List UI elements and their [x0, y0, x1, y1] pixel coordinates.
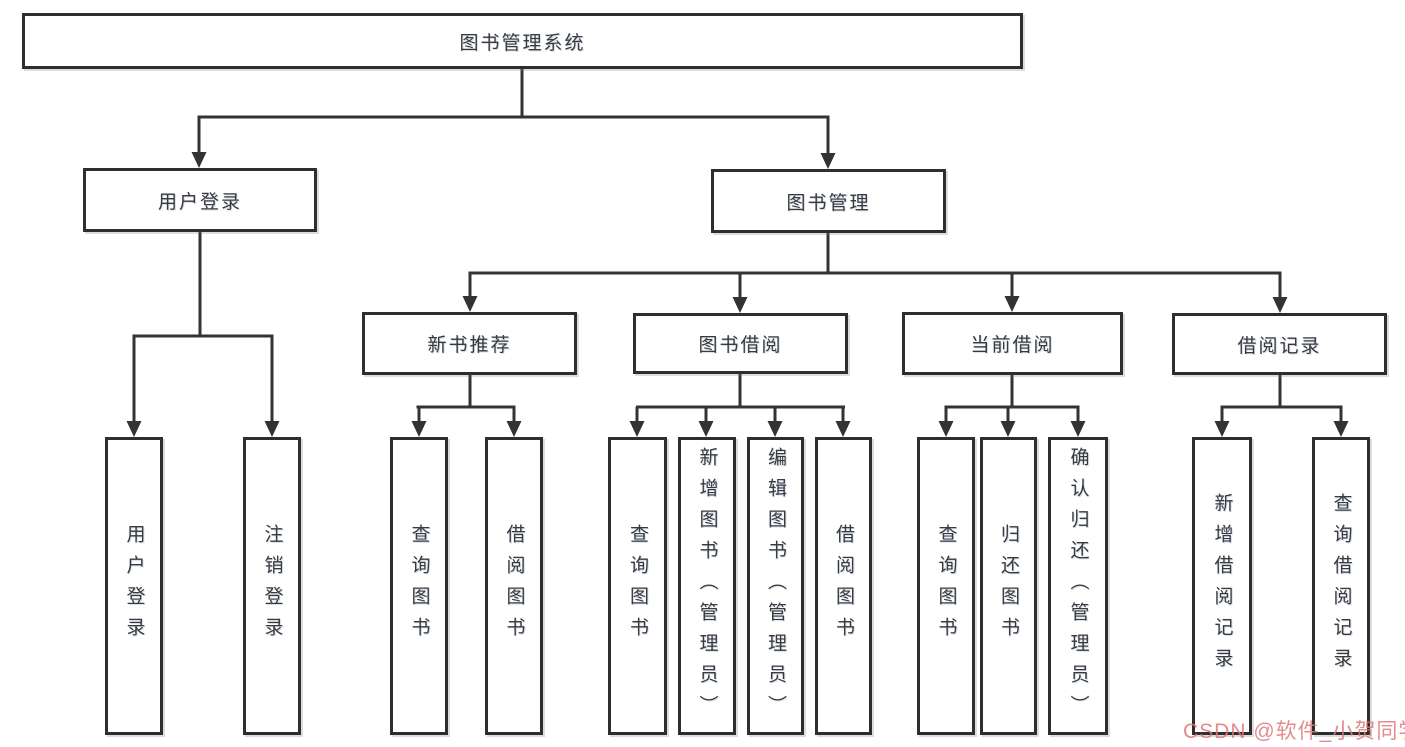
- node-book-borrowing: 图书借阅: [633, 313, 848, 374]
- leaf-query-borrow-record: 查询借阅记录: [1312, 437, 1370, 735]
- watermark: CSDN @软件_小贺同学: [1183, 720, 1405, 743]
- leaf-user-login: 用户登录: [105, 437, 163, 735]
- leaf-return-books: 归还图书: [980, 437, 1037, 735]
- arrow-down-icon: [1272, 297, 1288, 313]
- arrow-down-icon: [938, 421, 954, 437]
- node-user-login: 用户登录: [83, 168, 317, 232]
- arrow-down-icon: [411, 421, 427, 437]
- arrow-down-icon: [506, 421, 522, 437]
- arrow-down-icon: [698, 421, 714, 437]
- arrow-down-icon: [629, 421, 645, 437]
- arrow-down-icon: [126, 421, 142, 437]
- arrow-down-icon: [1004, 296, 1020, 312]
- leaf-query-books-recommend: 查询图书: [390, 437, 448, 735]
- arrow-down-icon: [1000, 421, 1016, 437]
- arrow-down-icon: [1070, 421, 1086, 437]
- node-new-book-recommendation: 新书推荐: [362, 312, 577, 375]
- arrow-down-icon: [835, 421, 851, 437]
- leaf-borrow-books: 借阅图书: [815, 437, 872, 735]
- arrow-down-icon: [767, 421, 783, 437]
- node-library-system: 图书管理系统: [22, 13, 1023, 69]
- node-current-borrowing: 当前借阅: [902, 312, 1123, 375]
- leaf-query-books-borrow: 查询图书: [608, 437, 667, 735]
- arrow-down-icon: [1214, 421, 1230, 437]
- leaf-borrow-books-recommend: 借阅图书: [485, 437, 543, 735]
- arrow-down-icon: [1333, 421, 1349, 437]
- leaf-edit-books-admin: 编辑图书（管理员）: [747, 437, 804, 735]
- leaf-confirm-return-admin: 确认归还（管理员）: [1048, 437, 1108, 735]
- leaf-add-books-admin: 新增图书（管理员）: [678, 437, 736, 735]
- node-borrowing-records: 借阅记录: [1172, 313, 1387, 375]
- leaf-logout: 注销登录: [243, 437, 301, 735]
- leaf-query-books-current: 查询图书: [917, 437, 975, 735]
- arrow-down-icon: [191, 152, 207, 168]
- node-book-management: 图书管理: [711, 169, 946, 233]
- arrow-down-icon: [264, 421, 280, 437]
- arrow-down-icon: [732, 297, 748, 313]
- leaf-add-borrow-record: 新增借阅记录: [1192, 437, 1252, 735]
- arrow-down-icon: [820, 153, 836, 169]
- arrow-down-icon: [462, 296, 478, 312]
